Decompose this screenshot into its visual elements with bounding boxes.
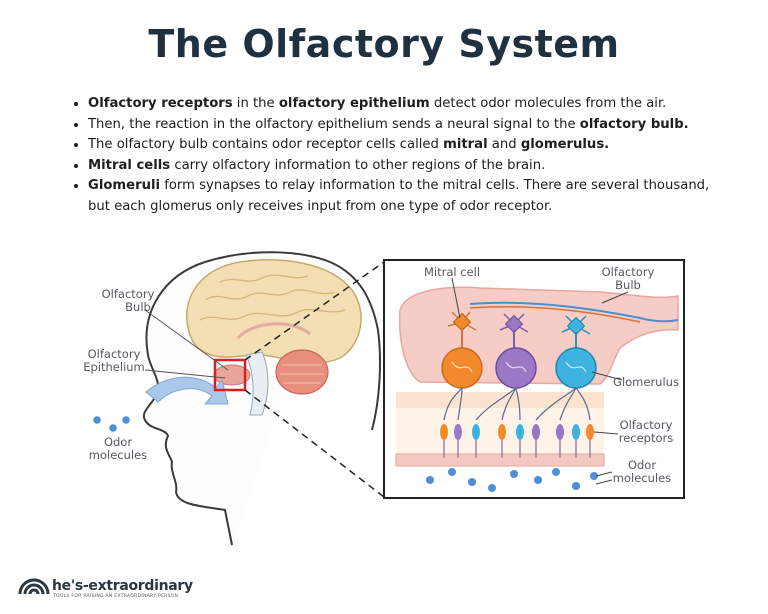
odor-dot [468,478,476,486]
label-receptors-2: receptors [619,431,674,445]
brand-tagline: tools for raising an extraordinary perso… [53,594,178,599]
label-bulb-2: Bulb [615,278,641,292]
head-label-bulb-1: Olfactory [102,287,155,301]
head-label-epithelium-1: Olfactory [88,347,141,361]
odor-dot [93,416,101,424]
label-odor-2: molecules [613,471,671,485]
odor-dot [534,476,542,484]
odor-dot [109,424,117,432]
mucus-layer [396,454,604,466]
label-glomerulus: Glomerulus [613,375,679,389]
label-mitral-cell: Mitral cell [424,265,480,279]
neck-line [372,330,380,430]
label-receptors-1: Olfactory [620,418,673,432]
brand-name: he's-extraordinary [52,578,193,594]
head-label-epithelium-2: Epithelium [83,360,145,374]
odor-dot [552,468,560,476]
bulb-detail-panel: Mitral cell Olfactory Bulb Glomerulus Ol… [384,260,684,498]
head-label-bulb-2: Bulb [125,300,151,314]
odor-dot [448,468,456,476]
cerebellum [276,350,328,394]
label-odor-1: Odor [628,458,656,472]
head-label-odor-2: molecules [89,448,147,462]
odor-dot [572,482,580,490]
brand-logo-icon [20,580,48,594]
odor-dot [122,416,130,424]
odor-dot [488,484,496,492]
head-label-odor-1: Odor [104,435,132,449]
odor-dot [426,476,434,484]
odor-dot [510,470,518,478]
label-bulb-1: Olfactory [602,265,655,279]
